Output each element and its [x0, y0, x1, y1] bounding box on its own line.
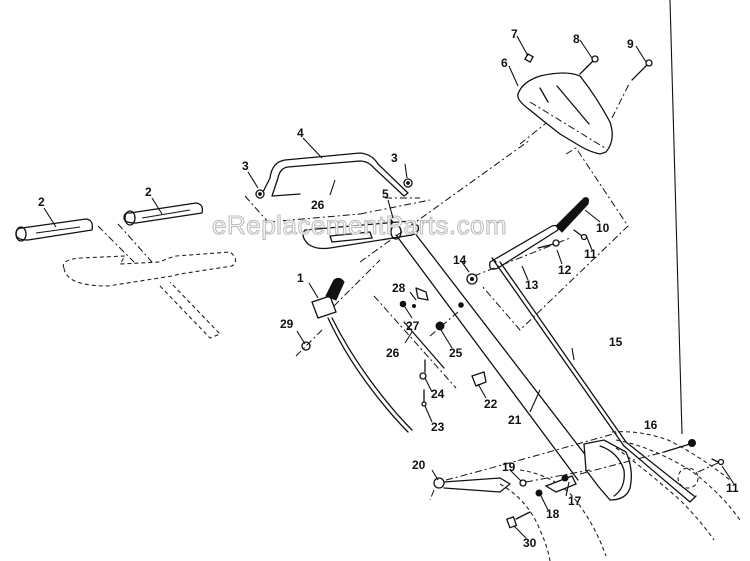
bracket-22	[471, 371, 487, 387]
callout-2: 2	[145, 185, 152, 199]
pin-11b	[711, 458, 725, 466]
grip-left	[15, 218, 94, 242]
callout-3: 3	[242, 159, 249, 173]
callout-17: 17	[568, 494, 582, 508]
callout-1: 1	[297, 271, 304, 285]
console-cover	[517, 72, 613, 155]
callout-3: 3	[391, 151, 398, 165]
callout-2: 2	[38, 195, 45, 209]
hub-ghost	[677, 461, 721, 489]
callout-21: 21	[508, 413, 522, 427]
callout-25: 25	[449, 346, 463, 360]
cable	[327, 317, 413, 433]
callout-12: 12	[558, 263, 572, 277]
pin-11a	[573, 229, 588, 241]
callout-30: 30	[523, 536, 537, 550]
lever-group-bracket	[481, 147, 629, 331]
callout-5: 5	[382, 187, 389, 201]
bushing-14	[466, 273, 478, 285]
screw-9	[611, 59, 653, 119]
callout-29: 29	[280, 317, 294, 331]
washer-right	[403, 178, 413, 188]
callout-labels: 2 2 3 3 4 26 5 6 7 8 9 10 11 12 13 14 1 …	[38, 27, 739, 550]
callout-26: 26	[311, 198, 325, 212]
washer-left	[255, 189, 265, 199]
bolt-19	[519, 469, 591, 487]
callout-4: 4	[297, 126, 304, 140]
callout-15: 15	[609, 335, 623, 349]
callout-11: 11	[726, 481, 739, 495]
callout-14: 14	[453, 253, 467, 267]
eye-24	[419, 359, 427, 380]
bushing-17	[544, 474, 577, 493]
bolt-23	[421, 389, 427, 407]
upper-handle	[244, 152, 431, 223]
callout-22: 22	[484, 397, 498, 411]
callout-16: 16	[644, 418, 658, 432]
callout-6: 6	[501, 56, 508, 70]
callout-13: 13	[525, 278, 539, 292]
clip-28	[415, 287, 429, 301]
drive-arm-20	[429, 431, 621, 501]
control-panel	[302, 219, 420, 250]
callout-leaders	[43, 0, 735, 539]
screw-8	[579, 55, 599, 75]
callout-7: 7	[511, 27, 518, 41]
bolt-12	[537, 239, 560, 249]
nut-7	[524, 53, 534, 63]
callout-24: 24	[431, 387, 445, 401]
handle-tube	[359, 111, 601, 481]
callout-8: 8	[573, 32, 580, 46]
grip-right	[123, 202, 204, 226]
pivot-bracket	[583, 439, 632, 501]
callout-11: 11	[584, 247, 597, 261]
bolt-16	[579, 439, 696, 475]
lower-handle-ghost	[62, 223, 237, 339]
bolt-30	[505, 511, 531, 529]
watermark: eReplacementParts.com	[212, 210, 507, 240]
callout-18: 18	[546, 507, 560, 521]
callout-9: 9	[627, 37, 634, 51]
callout-19: 19	[502, 460, 516, 474]
nut-18	[535, 489, 543, 497]
spring-link-26	[373, 295, 457, 389]
callout-23: 23	[431, 420, 445, 434]
callout-20: 20	[412, 458, 426, 472]
wheel-ghost	[499, 431, 741, 561]
callout-10: 10	[596, 221, 610, 235]
callout-28: 28	[392, 281, 406, 295]
callout-26: 26	[386, 346, 400, 360]
callout-27: 27	[406, 319, 420, 333]
washer-27	[399, 300, 416, 308]
nut-25	[429, 311, 459, 337]
clutch-lever	[311, 259, 381, 319]
nut-29	[295, 329, 323, 357]
